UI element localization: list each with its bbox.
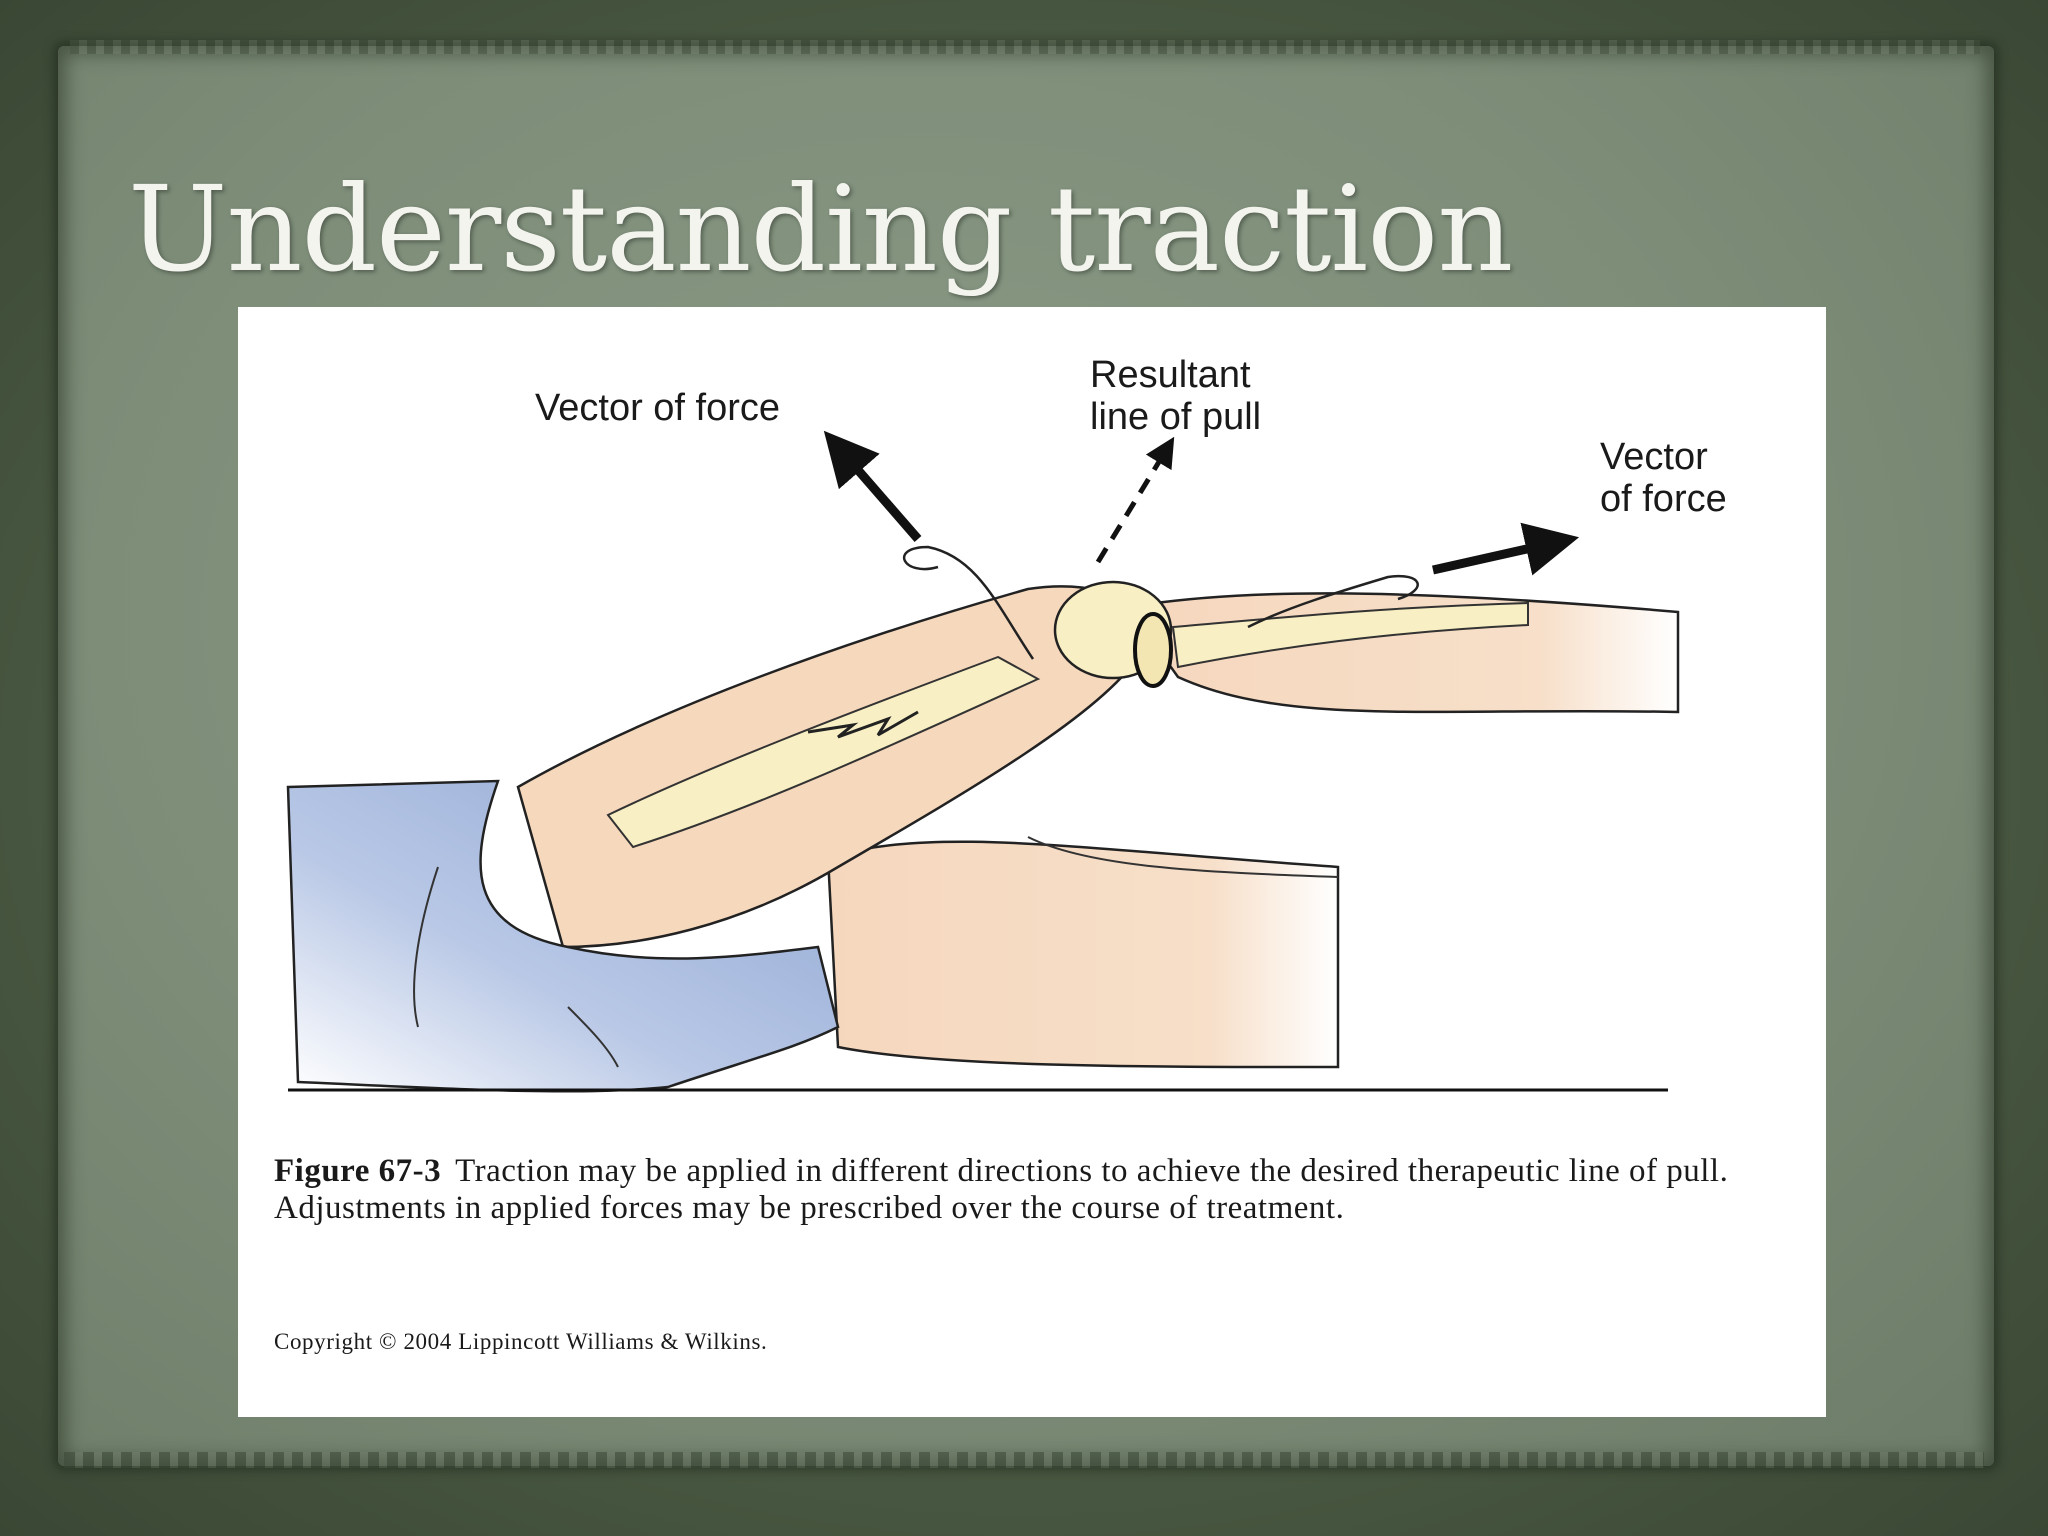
label-vector-right-2: of force bbox=[1600, 478, 1727, 520]
tibia-bone bbox=[1171, 601, 1529, 669]
caption-label: Figure 67-3 bbox=[274, 1153, 442, 1189]
label-vector-left: Vector of force bbox=[535, 387, 780, 429]
right-traction-pin bbox=[1247, 574, 1419, 629]
vector-left-arrow bbox=[823, 430, 922, 542]
figure-panel: Vector of force Resultant line of pull V… bbox=[238, 307, 1826, 1417]
label-vector-right-1: Vector bbox=[1600, 436, 1708, 478]
label-resultant-2: line of pull bbox=[1090, 396, 1261, 438]
paper-torn-edge-bottom bbox=[64, 1452, 1984, 1468]
patella bbox=[1133, 612, 1173, 688]
femur-bone bbox=[606, 655, 1041, 849]
paper-torn-edge-top bbox=[70, 40, 1980, 54]
vector-right-arrow bbox=[1432, 522, 1580, 576]
caption-text: Traction may be applied in different dir… bbox=[274, 1153, 1729, 1226]
fracture-line bbox=[807, 710, 919, 739]
resultant-arrow bbox=[1095, 436, 1175, 564]
slide-title: Understanding traction bbox=[128, 160, 1513, 298]
lower-leg-contour bbox=[1027, 836, 1339, 878]
label-resultant-1: Resultant bbox=[1090, 354, 1251, 396]
traction-illustration: Vector of force Resultant line of pull V… bbox=[286, 354, 1727, 1093]
gown-fold-2 bbox=[567, 1006, 619, 1068]
copyright-notice: Copyright © 2004 Lippincott Williams & W… bbox=[274, 1329, 768, 1354]
lower-leg bbox=[826, 840, 1340, 1069]
gown-fold bbox=[413, 866, 439, 1028]
left-traction-pin bbox=[903, 545, 1035, 660]
